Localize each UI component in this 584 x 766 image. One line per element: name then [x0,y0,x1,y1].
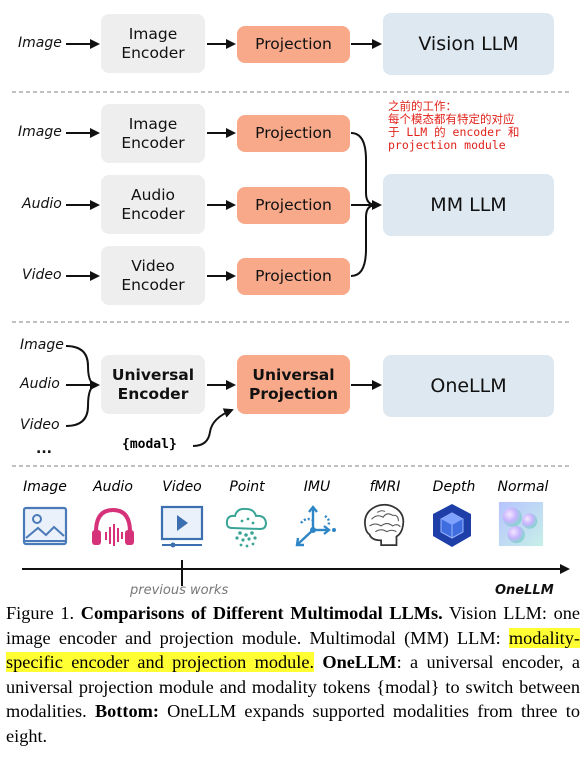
modality-label-depth: Depth [432,479,476,495]
mm-llm-box: MM LLM [383,174,554,236]
vision-llm-box: Vision LLM [383,13,554,75]
row3-input-audio: Audio [20,376,60,392]
caption-text-3: OneLLM expands supported modalities from… [6,701,580,746]
row3-input-more: ... [36,441,52,457]
row2-input-audio: Audio [22,196,62,212]
row3-input-video: Video [20,417,60,433]
row2-projection-image: Projection [237,115,350,152]
row3-input-image: Image [20,337,64,353]
caption-figure-number: Figure 1. [6,603,81,623]
modality-label-imu: IMU [303,479,331,495]
figure-caption: Figure 1. Comparisons of Different Multi… [6,601,580,748]
imu-icon [295,505,336,547]
row2-projection-audio: Projection [237,187,350,224]
row1-input-label: Image [18,35,62,51]
red-annotation-note: 之前的工作： 每个模态都有特定的对应 于 LLM 的 encoder 和 pro… [388,99,520,152]
headphones-icon [92,507,134,546]
brain-icon [364,503,405,546]
row2-input-video: Video [22,267,62,283]
caption-bottom-bold: Bottom: [94,701,159,721]
modality-label-fmri: fMRI [369,479,401,495]
row2-video-encoder: Video Encoder [101,246,205,305]
modality-label-normal: Normal [497,479,549,495]
row2-audio-encoder: Audio Encoder [101,175,205,234]
caption-title: Comparisons of Different Multimodal LLMs… [80,603,443,623]
modality-label-point: Point [229,479,265,495]
point-cloud-icon [225,507,268,548]
caption-onellm-bold: OneLLM [322,652,397,672]
universal-projection: Universal Projection [237,355,350,414]
row1-image-encoder: Image Encoder [101,14,205,73]
modal-token: {modal} [122,437,177,452]
onellm-box: OneLLM [383,355,554,417]
onellm-timeline-label: OneLLM [495,583,554,598]
row2-input-image: Image [18,124,62,140]
row2-projection-video: Projection [237,258,350,295]
row2-image-encoder: Image Encoder [101,104,205,163]
caption-text-1: Vision LLM: one image encoder and projec… [6,603,580,648]
video-icon [160,505,204,548]
modality-label-audio: Audio [93,479,133,495]
caption-text-2: : a universal encoder, a universal proje… [6,652,580,721]
diagram-connectors [12,39,572,586]
image-icon [22,506,68,546]
previous-works-label: previous works [130,583,229,598]
modality-label-video: Video [162,479,202,495]
depth-cube-icon [433,504,471,547]
row1-projection: Projection [237,26,350,63]
universal-encoder: Universal Encoder [101,355,205,414]
normal-map-icon [498,501,544,547]
modality-label-image: Image [23,479,67,495]
